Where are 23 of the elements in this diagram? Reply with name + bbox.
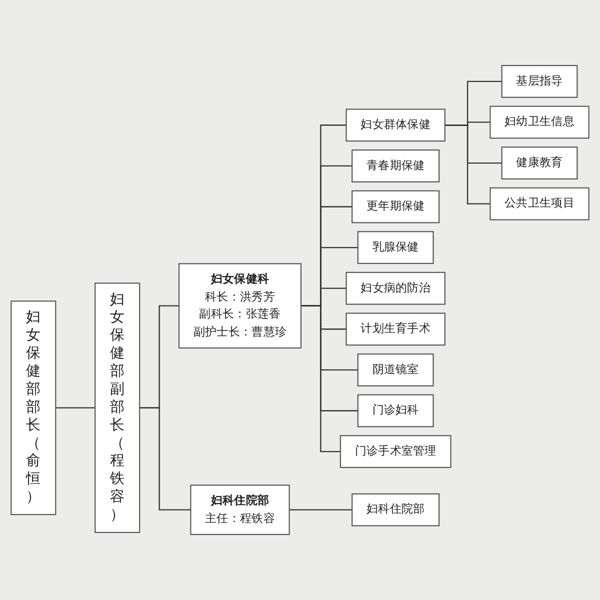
org-box: 妇女保健部部长（俞恒） xyxy=(10,300,56,516)
org-box: 妇女群体保健 xyxy=(346,108,446,142)
connector-line xyxy=(140,407,191,510)
org-box: 基层指导 xyxy=(501,64,578,98)
org-box: 妇女病的防治 xyxy=(346,272,446,305)
connector-line xyxy=(289,509,352,510)
connector-line xyxy=(300,305,340,452)
org-box: 妇科住院部 主任：程铁容 xyxy=(190,484,290,536)
org-box: 妇女保健部副部长（程铁容） xyxy=(94,282,140,534)
org-box: 乳腺保健 xyxy=(357,231,434,264)
org-box: 健康教育 xyxy=(501,146,578,180)
org-box: 青春期保健 xyxy=(352,149,440,182)
org-box: 妇女保健科 科长：洪秀芳 副科长：张莲香 副护士长：曹慧珍 xyxy=(178,263,302,349)
org-box: 门诊妇科 xyxy=(357,394,434,428)
org-box: 更年期保健 xyxy=(352,190,440,224)
org-box: 妇科住院部 xyxy=(352,493,440,526)
org-box: 计划生育手术 xyxy=(346,312,446,346)
org-box: 门诊手术室管理 xyxy=(340,435,452,468)
org-box: 妇幼卫生信息 xyxy=(490,106,590,139)
connector-line xyxy=(56,407,96,408)
org-box: 公共卫生项目 xyxy=(490,187,590,220)
connector-line xyxy=(444,124,490,204)
org-box: 阴道镜室 xyxy=(357,353,434,386)
